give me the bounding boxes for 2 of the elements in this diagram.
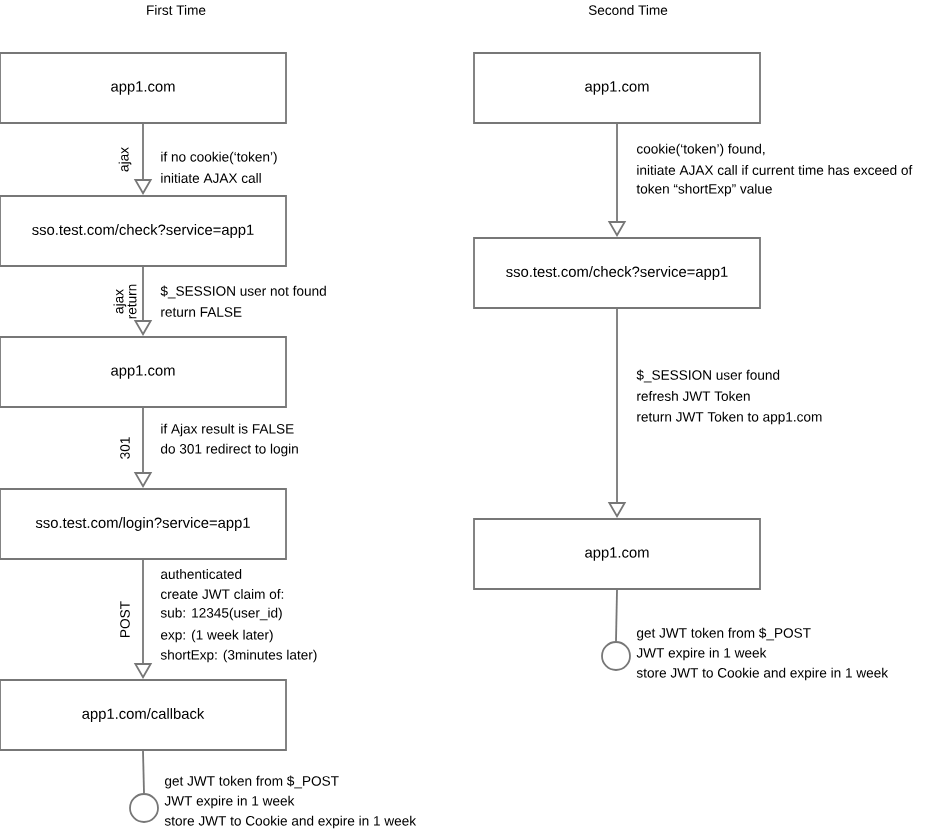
end-circle bbox=[129, 793, 159, 823]
end-circle bbox=[601, 641, 631, 671]
